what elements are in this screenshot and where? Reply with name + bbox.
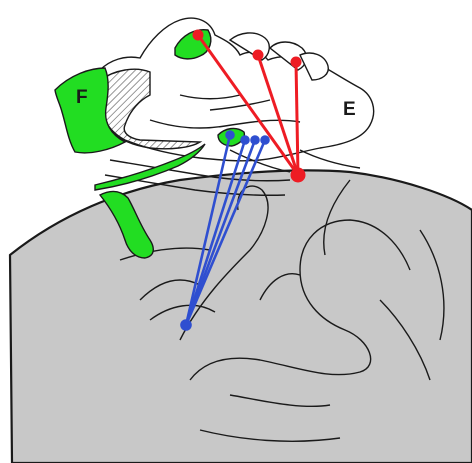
gray-mass xyxy=(10,170,472,463)
blue-node-top-1 xyxy=(227,132,234,139)
blue-node-top-4 xyxy=(262,137,269,144)
red-node-top-1 xyxy=(194,31,202,39)
blue-node-top-3 xyxy=(252,137,259,144)
red-hub-node xyxy=(292,169,304,181)
label-f: F xyxy=(76,87,88,108)
red-node-top-3 xyxy=(292,58,300,66)
blue-hub-node xyxy=(182,321,191,330)
label-e: E xyxy=(343,99,356,120)
blue-node-top-2 xyxy=(242,137,249,144)
red-line-3 xyxy=(296,62,298,175)
red-node-top-2 xyxy=(254,51,262,59)
